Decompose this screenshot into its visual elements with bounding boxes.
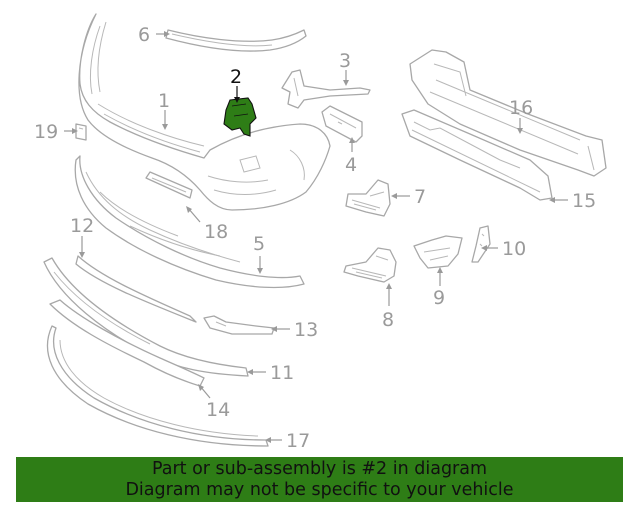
callout-10: 10 [502, 238, 526, 260]
part-7-insert [345, 179, 391, 217]
part-13-trim [203, 315, 275, 335]
part-3-upper-bracket [281, 69, 371, 109]
part-4-side-bracket [321, 105, 363, 143]
callout-12: 12 [70, 215, 94, 237]
part-18-license-bracket [145, 171, 193, 199]
arrow-3 [343, 80, 349, 86]
callout-16: 16 [509, 97, 533, 119]
callout-9: 9 [433, 287, 445, 309]
arrow-8 [386, 283, 392, 289]
arrow-10 [481, 245, 487, 251]
callout-11: 11 [270, 362, 294, 384]
arrow-11 [247, 369, 253, 375]
part-1-bumper-cover [78, 13, 331, 211]
part-17-lower-lip [46, 325, 269, 447]
part-16-reinforcement [409, 49, 607, 177]
callout-18: 18 [204, 221, 228, 243]
callout-7: 7 [414, 186, 426, 208]
part-19-clip [75, 123, 87, 141]
arrow-6 [164, 31, 170, 37]
callout-1: 1 [158, 90, 170, 112]
part-6-upper-trim [165, 29, 307, 52]
part-14-skid-trim [49, 299, 205, 387]
arrow-1 [162, 124, 168, 130]
callout-13: 13 [294, 319, 318, 341]
callout-2: 2 [230, 66, 242, 88]
callout-19: 19 [34, 121, 58, 143]
banner-line-1: Part or sub-assembly is #2 in diagram [151, 459, 488, 479]
callout-8: 8 [382, 309, 394, 331]
callout-6: 6 [138, 24, 150, 46]
parts-diagram: 6 1 19 2 3 4 16 15 7 18 5 12 10 9 8 13 1… [34, 13, 607, 452]
callout-14: 14 [206, 399, 230, 421]
callout-15: 15 [572, 190, 596, 212]
callout-17: 17 [286, 430, 310, 452]
arrow-14 [198, 384, 204, 391]
callout-labels: 6 1 19 2 3 4 16 15 7 18 5 12 10 9 8 13 1… [34, 24, 596, 452]
arrow-5 [257, 268, 263, 274]
callout-3: 3 [339, 50, 351, 72]
part-5-lower-cover [74, 155, 305, 289]
arrow-4 [349, 137, 355, 143]
arrow-19 [72, 128, 78, 134]
part-2-bracket-highlighted [223, 97, 257, 137]
arrow-2 [234, 97, 240, 103]
part-8-insert [343, 247, 397, 283]
leader-lines [64, 31, 568, 443]
banner-line-2: Diagram may not be specific to your vehi… [125, 480, 514, 500]
arrow-13 [271, 326, 277, 332]
part-9-fog-trim [413, 235, 463, 269]
part-15-absorber [401, 109, 553, 201]
arrow-17 [265, 437, 271, 443]
arrow-12 [79, 252, 85, 258]
arrow-7 [391, 193, 397, 199]
info-banner: Part or sub-assembly is #2 in diagram Di… [16, 457, 623, 502]
arrow-9 [437, 267, 443, 273]
part-12-strip [75, 255, 197, 323]
callout-5: 5 [253, 233, 265, 255]
arrow-15 [549, 197, 555, 203]
part-10-bracket [471, 225, 491, 263]
arrow-16 [517, 128, 523, 134]
arrow-18 [186, 206, 192, 213]
callout-4: 4 [345, 154, 357, 176]
